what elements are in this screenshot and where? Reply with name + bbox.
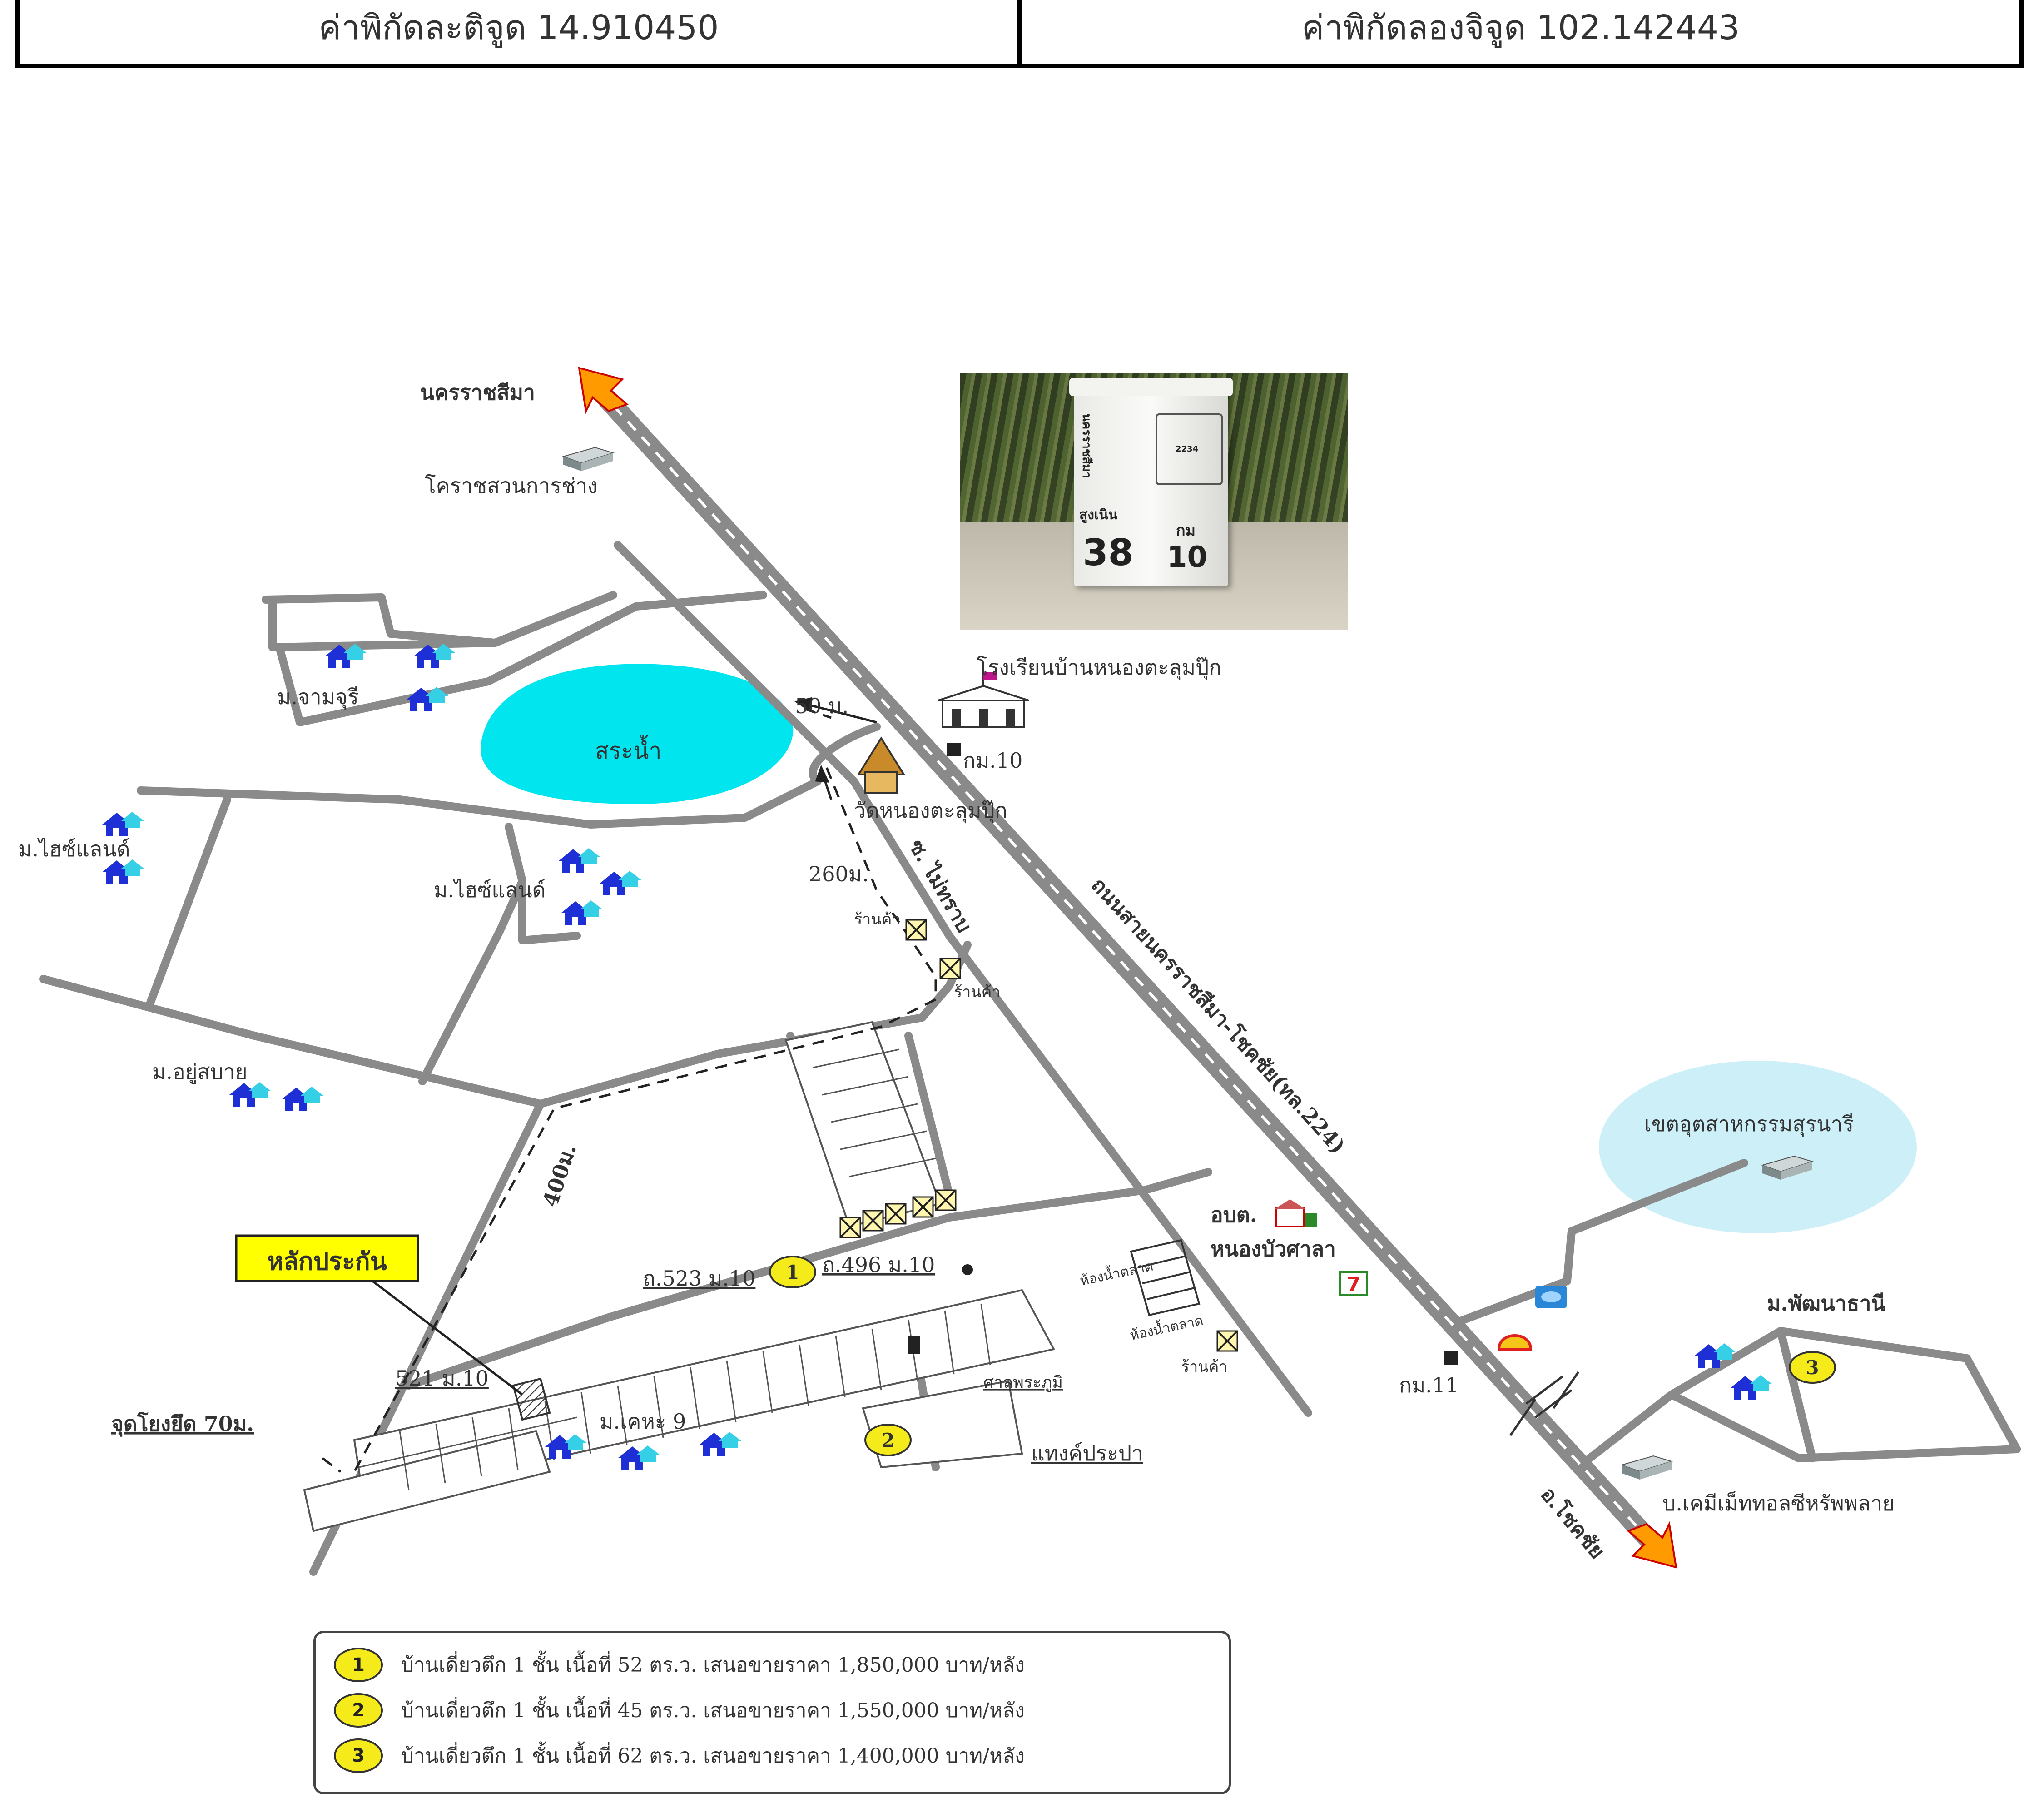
- callout-leader: [372, 1280, 523, 1396]
- km-post-sign-mid: สูงเนิน: [1079, 507, 1118, 523]
- seal-number: 2234: [1176, 444, 1199, 454]
- legend-item-1: 1 บ้านเดี่ยวตึก 1 ชั้น เนื้อที่ 52 ตร.ว.…: [334, 1647, 1025, 1683]
- label-highway: ถนนสายนครราชสีมา-โชคชัย(ทล.224): [1086, 873, 1350, 1158]
- latitude-cell: ค่าพิกัดละติจูด 14.910450: [318, 8, 719, 47]
- legend-text-1: บ้านเดี่ยวตึก 1 ชั้น เนื้อที่ 52 ตร.ว. เ…: [401, 1654, 1025, 1677]
- temple-icon: [857, 736, 906, 794]
- north-arrow-icon: [578, 367, 629, 414]
- km-post: นครราชสีมา สูงเนิน 38 2234 กม 10: [1069, 378, 1233, 586]
- km-post-right-number: 10: [1167, 541, 1208, 574]
- collateral-plot: [512, 1377, 551, 1421]
- label-factory: บ.เคมีเม็ททอลซีหรัพพลาย: [1662, 1491, 1895, 1515]
- label-pond: สระน้ำ: [595, 735, 661, 764]
- label-shop-2: ร้านค้า: [954, 983, 1000, 1001]
- label-sao-office: อบต.: [1211, 1202, 1257, 1227]
- label-road-523: ถ.523 ม.10: [643, 1266, 755, 1291]
- svg-text:3: 3: [1806, 1356, 1819, 1379]
- label-distance-400: 400ม.: [538, 1141, 581, 1210]
- dimension-arrows: [794, 697, 877, 800]
- km-post-photo: นครราชสีมา สูงเนิน 38 2234 กม 10: [960, 373, 1348, 630]
- legend-text-3: บ้านเดี่ยวตึก 1 ชั้น เนื้อที่ 62 ตร.ว. เ…: [401, 1744, 1025, 1768]
- label-market-2: ห้องน้ำตลาด: [1128, 1311, 1205, 1344]
- subdivision-blocks: [303, 1021, 1056, 1532]
- label-phatthana: ม.พัฒนาธานี: [1767, 1291, 1885, 1316]
- km-post-left-number: 38: [1083, 531, 1134, 574]
- label-anchor-point: จุดโยงยึด 70ม.: [111, 1411, 254, 1437]
- label-distance-50: 50 ม.: [795, 694, 848, 718]
- legend-item-2: 2 บ้านเดี่ยวตึก 1 ชั้น เนื้อที่ 45 ตร.ว.…: [334, 1692, 1025, 1729]
- label-highland-mid: ม.ไฮซ์แลนด์: [434, 878, 546, 902]
- point-icon: [962, 1264, 973, 1275]
- label-road-521: 521 ม.10: [395, 1366, 489, 1391]
- label-highland-left: ม.ไฮซ์แลนด์: [18, 837, 130, 861]
- label-industrial-zone: เขตอุตสาหกรรมสุรนารี: [1644, 1112, 1854, 1137]
- label-shop-1: ร้านค้า: [854, 910, 900, 929]
- seven-eleven-icon: 7: [1339, 1271, 1368, 1296]
- market-hall-icon: [1130, 1239, 1201, 1316]
- garuda-seal-icon: 2234: [1156, 413, 1223, 485]
- marker-1: 1: [769, 1256, 816, 1288]
- shop-icon: [905, 919, 927, 941]
- collateral-callout-box: [235, 1234, 419, 1282]
- label-temple: วัดหนองตะลุมปุ๊ก: [854, 798, 1007, 824]
- marker-2: 2: [864, 1424, 912, 1456]
- label-sao-name: หนองบัวศาลา: [1211, 1237, 1336, 1261]
- ptt-station-icon: [1535, 1286, 1567, 1308]
- label-jamjuree: ม.จามจุรี: [277, 685, 359, 710]
- label-shrine: ศาลพระภูมิ: [983, 1373, 1063, 1392]
- factory-icon: [563, 447, 614, 472]
- label-km11: กม.11: [1399, 1373, 1459, 1397]
- legend-badge-2: 2: [334, 1693, 383, 1728]
- legend-badge-3: 3: [334, 1738, 383, 1773]
- shop-icon: [1216, 1330, 1238, 1352]
- south-arrow-icon: [1627, 1521, 1677, 1569]
- sao-office-icon: [1274, 1199, 1317, 1227]
- shell-station-icon: [1497, 1334, 1533, 1351]
- label-distance-260: 260ม.: [809, 862, 869, 886]
- label-nakhon-ratchasima: นครราชสีมา: [420, 380, 535, 405]
- svg-text:1: 1: [786, 1261, 799, 1283]
- label-school: โรงเรียนบ้านหนองตะลุมปุ๊ก: [977, 655, 1221, 680]
- highway-224: [590, 381, 1663, 1555]
- label-water-tank: แทงค์ประปา: [1031, 1441, 1143, 1465]
- highway-crossing-icon: [1509, 1371, 1580, 1436]
- label-korat-garden: โคราชสวนการช่าง: [425, 473, 598, 498]
- label-shop-3: ร้านค้า: [1181, 1358, 1227, 1376]
- industrial-zone-area: [1599, 1061, 1917, 1233]
- label-market-1: ห้องน้ำตลาด: [1078, 1256, 1155, 1289]
- longitude-cell: ค่าพิกัดลองจิจูด 102.142443: [1017, 0, 2019, 64]
- factory-icon: [1621, 1455, 1672, 1480]
- km-post-sign-top: นครราชสีมา: [1080, 413, 1093, 478]
- label-road-496: ถ.496 ม.10: [822, 1252, 935, 1277]
- label-yusabai: ม.อยู่สบาย: [152, 1059, 248, 1084]
- pond: [480, 664, 794, 804]
- svg-text:7: 7: [1347, 1273, 1361, 1296]
- coordinates-table: ค่าพิกัดละติจูด 14.910450 ค่าพิกัดลองจิจ…: [15, 0, 2024, 68]
- price-legend: 1 บ้านเดี่ยวตึก 1 ชั้น เนื้อที่ 52 ตร.ว.…: [313, 1631, 1231, 1794]
- legend-badge-1: 1: [334, 1648, 383, 1682]
- legend-item-3: 3 บ้านเดี่ยวตึก 1 ชั้น เนื้อที่ 62 ตร.ว.…: [334, 1738, 1025, 1774]
- km-post-icon: [908, 743, 1458, 1365]
- label-ket-9: ม.เคหะ 9: [600, 1409, 686, 1434]
- legend-text-2: บ้านเดี่ยวตึก 1 ชั้น เนื้อที่ 45 ตร.ว. เ…: [401, 1699, 1025, 1722]
- km-post-km-label: กม: [1176, 522, 1196, 540]
- km-post-cap: [1069, 378, 1233, 396]
- shop-icon: [939, 958, 961, 979]
- collateral-callout-label: หลักประกัน: [267, 1247, 387, 1276]
- marker-3: 3: [1789, 1351, 1836, 1384]
- label-km10: กม.10: [963, 748, 1022, 773]
- school-icon: [938, 672, 1029, 728]
- subdivision-lines: [358, 1048, 991, 1490]
- svg-text:2: 2: [881, 1429, 894, 1451]
